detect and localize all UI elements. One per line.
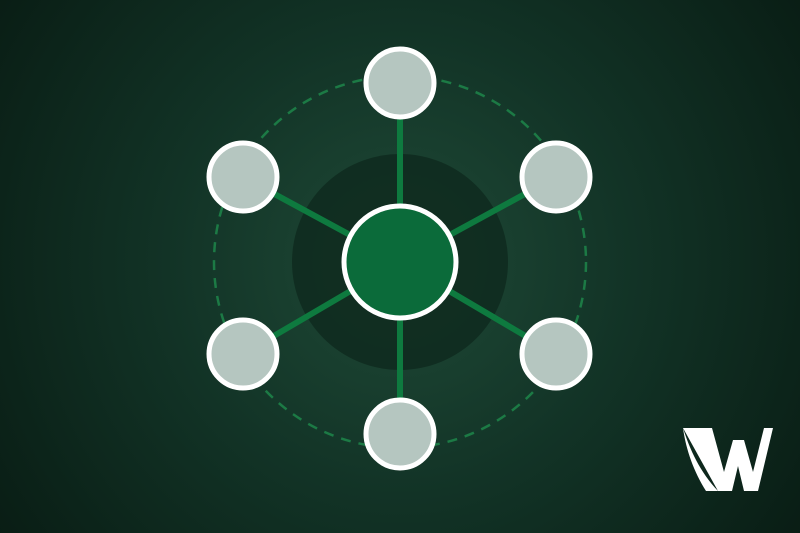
brand-logo-icon	[683, 428, 773, 491]
node-lower-right	[519, 317, 593, 391]
node-top	[363, 46, 437, 120]
node-upper-left	[206, 140, 280, 214]
node-upper-right	[519, 140, 593, 214]
satellite-nodes	[206, 46, 593, 471]
central-hub	[341, 203, 459, 321]
logo-w-swash	[683, 428, 718, 491]
logo-w-mark	[683, 428, 773, 491]
node-lower-left	[206, 317, 280, 391]
node-bottom	[363, 397, 437, 471]
